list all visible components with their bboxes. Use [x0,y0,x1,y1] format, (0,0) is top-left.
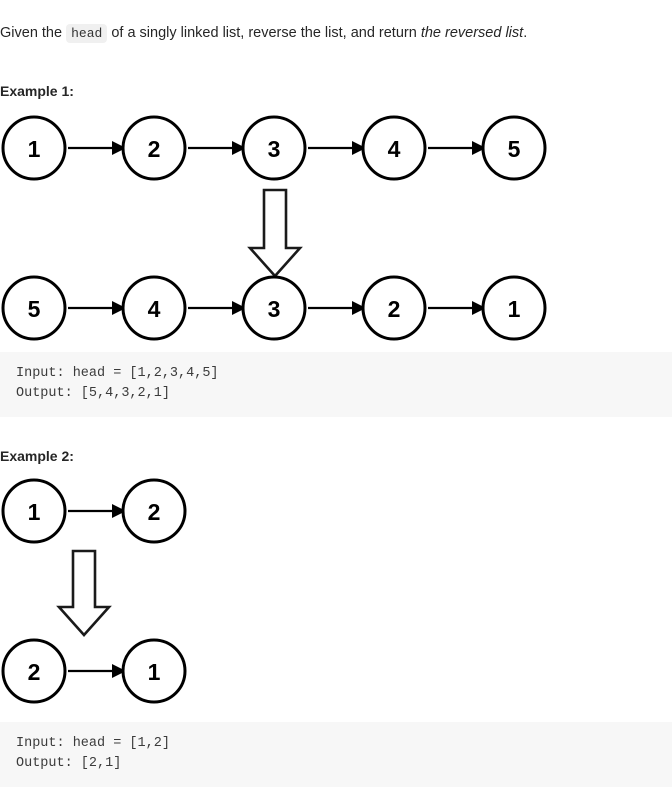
node-value: 2 [148,499,161,525]
linked-list-edges-input [68,141,486,155]
example-2-diagram: 1 2 2 1 [0,471,672,706]
linked-list-node: 1 [1,478,67,544]
code-line-output: Output: [2,1] [16,756,122,771]
linked-list-node: 1 [1,115,67,181]
inline-code-head: head [66,23,108,43]
linked-list-node: 2 [121,115,187,181]
statement-text-after: of a singly linked list, reverse the lis… [107,24,421,41]
code-line-output: Output: [5,4,3,2,1] [16,386,170,401]
node-value: 1 [508,296,521,322]
node-value: 2 [148,136,161,162]
node-value: 2 [28,659,41,685]
linked-list-node: 1 [121,638,187,704]
linked-list-edges-output [68,664,126,678]
linked-list-node: 5 [1,275,67,341]
node-value: 1 [148,659,161,685]
node-value: 1 [28,499,41,525]
node-value: 3 [268,136,281,162]
linked-list-node: 3 [241,275,307,341]
code-line-input: Input: head = [1,2] [16,736,170,751]
linked-list-node: 4 [361,115,427,181]
linked-list-edges-output [68,301,486,315]
example-1-diagram: 1 2 3 4 5 [0,108,672,348]
node-value: 5 [508,136,521,162]
linked-list-node: 3 [241,115,307,181]
linked-list-node: 2 [121,478,187,544]
down-block-arrow-icon [56,549,112,637]
statement-emphasis: the reversed list [420,24,524,41]
node-value: 4 [148,296,161,322]
node-value: 2 [388,296,401,322]
statement-text-before: Given the [0,24,67,41]
linked-list-node: 2 [1,638,67,704]
example-2-code-block: Input: head = [1,2] Output: [2,1] [0,722,672,787]
linked-list-edges-input [68,504,126,518]
example-2-heading: Example 2: [0,448,74,464]
down-block-arrow-icon [247,188,303,278]
node-value: 5 [28,296,41,322]
statement-period: . [523,24,528,41]
linked-list-node: 4 [121,275,187,341]
linked-list-node: 2 [361,275,427,341]
linked-list-node: 5 [481,115,547,181]
node-value: 1 [28,136,41,162]
linked-list-node: 1 [481,275,547,341]
example-1-code-block: Input: head = [1,2,3,4,5] Output: [5,4,3… [0,352,672,417]
code-line-input: Input: head = [1,2,3,4,5] [16,366,219,381]
problem-statement: Given the head of a singly linked list, … [0,23,672,44]
example-1-heading: Example 1: [0,83,74,99]
node-value: 3 [268,296,281,322]
node-value: 4 [388,136,401,162]
